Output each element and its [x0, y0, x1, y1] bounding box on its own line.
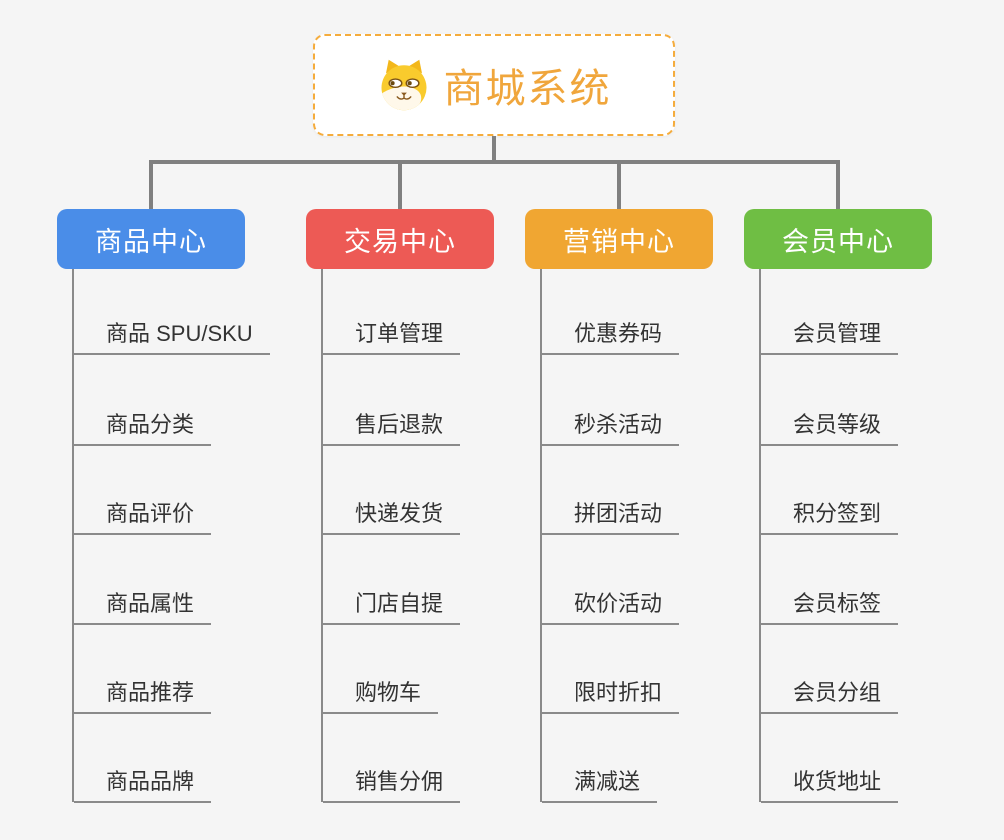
branch-label: 商品中心	[95, 226, 207, 257]
root-node[interactable]: 商城系统	[313, 34, 675, 136]
branch-item[interactable]: 商品属性	[74, 587, 212, 625]
branch-item[interactable]: 商品分类	[74, 408, 212, 446]
branch-item[interactable]: 会员分组	[761, 676, 899, 714]
branch-label: 营销中心	[563, 226, 675, 257]
branch-node[interactable]: 会员中心	[744, 209, 932, 269]
branch-node[interactable]: 商品中心	[57, 209, 245, 269]
branch-item[interactable]: 积分签到	[761, 497, 899, 535]
branch-item[interactable]: 优惠券码	[542, 317, 680, 355]
branch-item[interactable]: 砍价活动	[542, 587, 680, 625]
branch-item[interactable]: 秒杀活动	[542, 408, 680, 446]
dog-logo-icon	[377, 58, 431, 112]
branch-item[interactable]: 订单管理	[323, 317, 461, 355]
branch-item[interactable]: 购物车	[323, 676, 439, 714]
branch-item[interactable]: 限时折扣	[542, 676, 680, 714]
connector-branch-drop	[149, 160, 153, 209]
branch-item[interactable]: 售后退款	[323, 408, 461, 446]
branch-items-column: 商品 SPU/SKU 商品分类商品评价商品属性商品推荐商品品牌	[72, 269, 270, 803]
connector-branch-drop	[617, 160, 621, 209]
branch-item[interactable]: 会员标签	[761, 587, 899, 625]
branch-items-column: 优惠券码秒杀活动拼团活动砍价活动限时折扣满减送	[540, 269, 680, 803]
branch-label: 交易中心	[344, 226, 456, 257]
branch-item[interactable]: 门店自提	[323, 587, 461, 625]
connector-branch-drop	[398, 160, 402, 209]
branch-node[interactable]: 交易中心	[306, 209, 494, 269]
branch-label: 会员中心	[782, 226, 894, 257]
connector-root-stem	[492, 136, 496, 162]
connector-branch-drop	[836, 160, 840, 209]
branch-item[interactable]: 商品品牌	[74, 765, 212, 803]
branch-item[interactable]: 收货地址	[761, 765, 899, 803]
branch-item[interactable]: 满减送	[542, 765, 658, 803]
branch-node[interactable]: 营销中心	[525, 209, 713, 269]
branch-item[interactable]: 快递发货	[323, 497, 461, 535]
connector-horizontal-bar	[149, 160, 840, 164]
branch-item[interactable]: 拼团活动	[542, 497, 680, 535]
branch-item[interactable]: 商品推荐	[74, 676, 212, 714]
branch-item[interactable]: 商品 SPU/SKU	[74, 317, 270, 355]
branch-item[interactable]: 会员管理	[761, 317, 899, 355]
branch-item[interactable]: 会员等级	[761, 408, 899, 446]
branch-item[interactable]: 商品评价	[74, 497, 212, 535]
branch-item[interactable]: 销售分佣	[323, 765, 461, 803]
branch-items-column: 订单管理售后退款快递发货门店自提购物车销售分佣	[321, 269, 461, 803]
root-title: 商城系统	[443, 67, 612, 111]
branch-items-column: 会员管理会员等级积分签到会员标签会员分组收货地址	[759, 269, 899, 803]
